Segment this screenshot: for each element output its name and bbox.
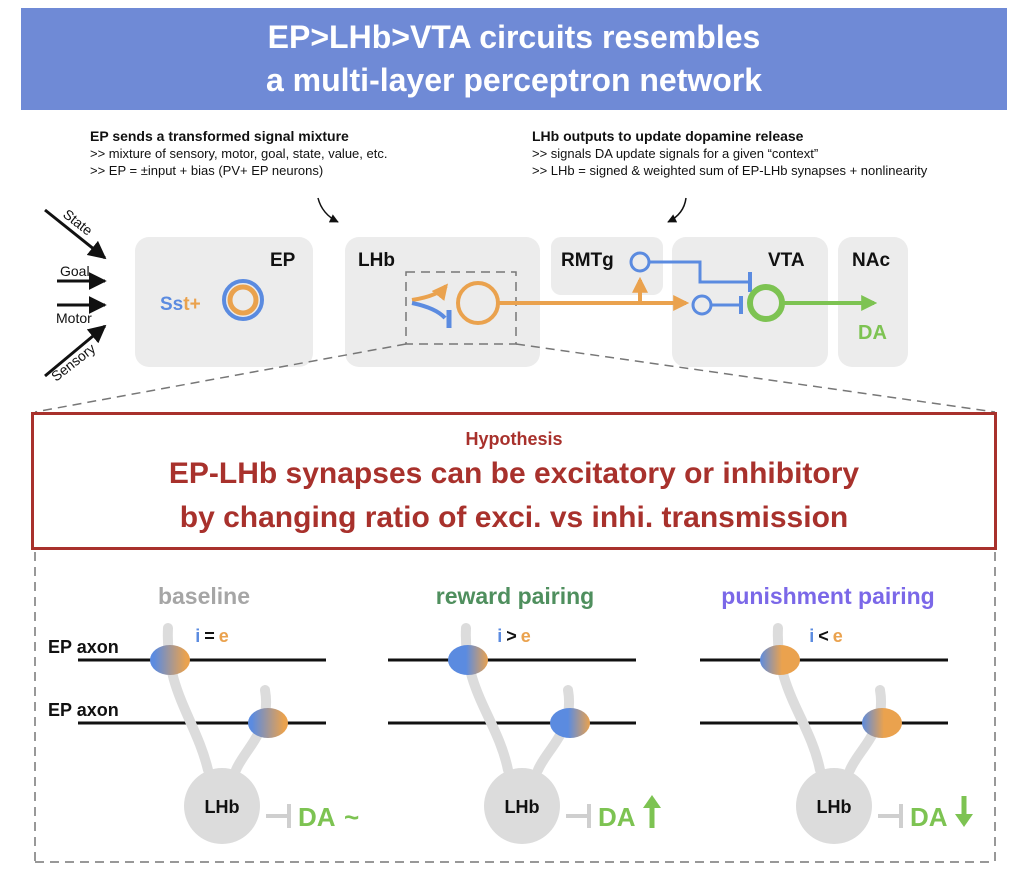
input-label-state: State bbox=[60, 206, 96, 239]
da-readout: DA bbox=[910, 802, 948, 832]
zoom-guide-left bbox=[34, 343, 407, 413]
rmtg-to-vta bbox=[649, 260, 750, 284]
sst-label: Sst+ bbox=[160, 294, 201, 315]
dendrite-2 bbox=[231, 685, 272, 775]
lhb-pointer-arrow bbox=[667, 197, 687, 223]
synapse-1 bbox=[760, 645, 800, 675]
ep-axon-label-1: EP axon bbox=[48, 637, 119, 657]
zoom-guide-right bbox=[515, 343, 996, 413]
panel-title-punishment: punishment pairing bbox=[721, 583, 934, 609]
ep-note-heading: EP sends a transformed signal mixture bbox=[90, 128, 349, 144]
synapse-2 bbox=[248, 708, 288, 738]
da-change-tilde: ~ bbox=[344, 802, 359, 832]
title-banner: EP>LHb>VTA circuits resembles a multi-la… bbox=[21, 8, 1007, 110]
panel-reward: reward pairing i>e LHb DA bbox=[388, 583, 661, 844]
panel-baseline: baseline i=e LHb DA ~ bbox=[78, 583, 359, 844]
hypothesis-box: Hypothesis EP-LHb synapses can be excita… bbox=[31, 412, 997, 550]
ep-neuron-inner bbox=[227, 284, 259, 316]
ep-note-line-2: >> EP = ±input + bias (PV+ EP neurons) bbox=[90, 163, 324, 178]
label-vta: VTA bbox=[768, 250, 805, 271]
hypothesis-line-2: by changing ratio of exci. vs inhi. tran… bbox=[179, 501, 849, 534]
lhb-note-heading: LHb outputs to update dopamine release bbox=[532, 128, 804, 144]
hypothesis-label: Hypothesis bbox=[465, 429, 563, 449]
lhb-note-line-1: >> signals DA update signals for a given… bbox=[532, 146, 819, 161]
synapse-2 bbox=[550, 708, 590, 738]
panel-title-reward: reward pairing bbox=[436, 583, 594, 609]
lhb-note: LHb outputs to update dopamine release >… bbox=[532, 128, 927, 179]
da-readout: DA bbox=[298, 802, 336, 832]
synapse-2 bbox=[862, 708, 902, 738]
input-arrow-state bbox=[44, 208, 107, 260]
lhb-soma bbox=[184, 768, 260, 844]
region-lhb bbox=[345, 237, 540, 367]
inhibitory-branch bbox=[411, 301, 447, 320]
title-line-2: a multi-layer perceptron network bbox=[265, 62, 763, 98]
ratio-punishment: i<e bbox=[809, 626, 843, 646]
label-rmtg: RMTg bbox=[561, 250, 614, 271]
ep-pointer-arrow bbox=[317, 197, 339, 223]
label-nac: NAc bbox=[852, 250, 890, 271]
da-down-arrow-icon bbox=[955, 796, 973, 827]
synapse-1 bbox=[448, 645, 488, 675]
excitatory-branch bbox=[411, 283, 449, 302]
synapse-1 bbox=[150, 645, 190, 675]
ep-neuron-outer bbox=[222, 279, 264, 321]
input-label-sensory: Sensory bbox=[48, 340, 98, 384]
da-readout: DA bbox=[598, 802, 636, 832]
lhb-soma-label: LHb bbox=[505, 797, 540, 817]
ep-note: EP sends a transformed signal mixture >>… bbox=[90, 128, 387, 179]
dendrite-2 bbox=[533, 685, 575, 775]
lhb-soma bbox=[484, 768, 560, 844]
ep-note-line-1: >> mixture of sensory, motor, goal, stat… bbox=[90, 146, 388, 161]
hypothesis-line-1: EP-LHb synapses can be excitatory or inh… bbox=[168, 457, 860, 490]
lhb-soma bbox=[796, 768, 872, 844]
label-ep: EP bbox=[270, 250, 296, 271]
ep-axon-label-2: EP axon bbox=[48, 700, 119, 720]
input-label-motor: Motor bbox=[56, 310, 92, 326]
da-up-arrow-icon bbox=[643, 795, 661, 828]
ratio-baseline: i=e bbox=[195, 626, 229, 646]
label-lhb: LHb bbox=[358, 250, 395, 271]
panel-punishment: punishment pairing i<e LHb DA bbox=[700, 583, 973, 844]
dendrite-2 bbox=[845, 685, 887, 775]
da-label: DA bbox=[858, 322, 887, 344]
title-line-1: EP>LHb>VTA circuits resembles bbox=[267, 19, 761, 55]
input-label-goal: Goal bbox=[60, 263, 90, 279]
panel-title-baseline: baseline bbox=[158, 583, 250, 609]
ratio-reward: i>e bbox=[497, 626, 531, 646]
input-arrow-sensory bbox=[44, 324, 107, 378]
lhb-soma-label: LHb bbox=[817, 797, 852, 817]
lhb-note-line-2: >> LHb = signed & weighted sum of EP-LHb… bbox=[532, 163, 928, 178]
lhb-soma-label: LHb bbox=[205, 797, 240, 817]
